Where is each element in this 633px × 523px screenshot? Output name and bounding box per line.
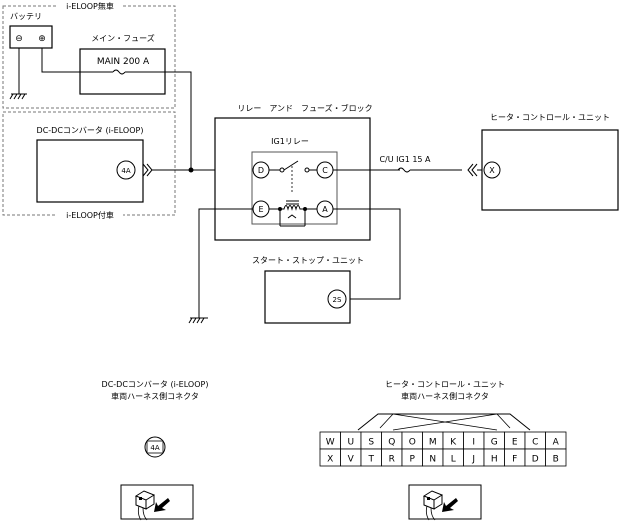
connector-pin-label: E [512, 438, 518, 448]
dcdc-pin: 4A [121, 167, 130, 175]
fuse-icon [80, 69, 165, 75]
battery [9, 25, 53, 49]
connector-pin-label: C [532, 438, 538, 448]
connector-pin-label: B [553, 455, 559, 465]
svg-text:D: D [258, 166, 264, 175]
cu-fuse-label: C/U IG1 15 A [379, 155, 431, 164]
battery-label: バッテリ [10, 12, 42, 21]
connector-right-lock [379, 413, 511, 431]
battery-plus-icon: ⊕ [38, 34, 46, 44]
svg-text:E: E [258, 205, 263, 214]
connector-pin-cell [545, 448, 567, 467]
connector-pin-label: K [450, 438, 457, 448]
svg-text:A: A [322, 205, 328, 214]
heater-pin-circle [483, 161, 501, 179]
start-stop-pin: 2S [333, 296, 342, 304]
relay-switch-icon [269, 160, 317, 194]
relay-block-title: リレー アンド フューズ・ブロック [237, 103, 372, 113]
connector-pin-label: V [348, 455, 355, 465]
cu-fuse-icon [370, 167, 462, 173]
connector-left-face [144, 436, 166, 458]
connector-pin-label: R [389, 455, 395, 465]
connector-pin-label: I [472, 438, 475, 448]
connector-right-title2: 車両ハーネス側コネクタ [401, 391, 489, 401]
relay-title: IG1リレー [271, 137, 309, 146]
start-stop-pin-circle [327, 289, 347, 309]
ground-icon [188, 317, 208, 324]
connector-pin-label: W [326, 438, 335, 448]
connector-left-title1: DC-DCコンバータ (i-ELOOP) [102, 380, 209, 389]
connector-right-view-box [408, 484, 482, 520]
connector-pin-label: X [327, 455, 333, 465]
start-stop-unit [264, 270, 351, 324]
heater-pin: X [489, 166, 495, 175]
connector-left-title2: 車両ハーネス側コネクタ [111, 391, 199, 401]
relay-coil-icon [269, 200, 317, 227]
connector-pin-label: Q [388, 438, 395, 448]
connector-arrow-icon [142, 163, 153, 177]
region-no-eloop-label: i-ELOOP無車 [66, 1, 114, 11]
connector-pin-label: M [429, 438, 437, 448]
connector-pin-label: U [347, 438, 354, 448]
connector-pin-label: T [368, 455, 375, 465]
connector-pin-label: F [512, 455, 517, 465]
start-stop-title: スタート・ストップ・ユニット [252, 256, 364, 265]
connector-pin-label: H [491, 455, 498, 465]
connector-pin-label: P [410, 455, 416, 465]
connector-pin-label: L [451, 455, 456, 465]
connector-plug-icon [134, 490, 170, 521]
connector-pin-label: A [553, 438, 560, 448]
connector-pin-label: D [532, 455, 539, 465]
relay-fuse-block [214, 117, 371, 241]
connector-pin-label: O [409, 438, 416, 448]
dcdc-converter [36, 139, 144, 203]
connector-pin-label: S [368, 438, 374, 448]
svg-text:C: C [322, 166, 328, 175]
connector-pin-label: N [429, 455, 436, 465]
heater-control-unit [481, 129, 619, 211]
connector-left-pin: 4A [150, 444, 159, 452]
connector-pin-label: G [491, 438, 498, 448]
connector-right-title1: ヒータ・コントロール・ユニット [385, 380, 505, 389]
main-fuse-label: MAIN 200 A [97, 57, 150, 67]
heater-unit-title: ヒータ・コントロール・ユニット [490, 113, 610, 122]
connector-right-pin-grid: W U S Q O M K I G E C A X V T R P N L J H F D B [319, 431, 567, 467]
main-fuse-title: メイン・フューズ [91, 33, 155, 43]
dcdc-pin-circle [116, 160, 136, 180]
heater-connector-arrow-icon [467, 163, 478, 177]
connector-pin-label: J [471, 455, 475, 465]
connector-left-view-box [120, 484, 194, 520]
ig1-relay [251, 151, 338, 225]
region-with-eloop-label: i-ELOOP付車 [66, 210, 114, 220]
dcdc-label: DC-DCコンバータ (i-ELOOP) [37, 126, 144, 135]
ground-icon [9, 93, 27, 100]
connector-right-housing [357, 413, 531, 431]
connector-plug-icon [422, 490, 458, 521]
battery-minus-icon: ⊖ [15, 34, 23, 44]
